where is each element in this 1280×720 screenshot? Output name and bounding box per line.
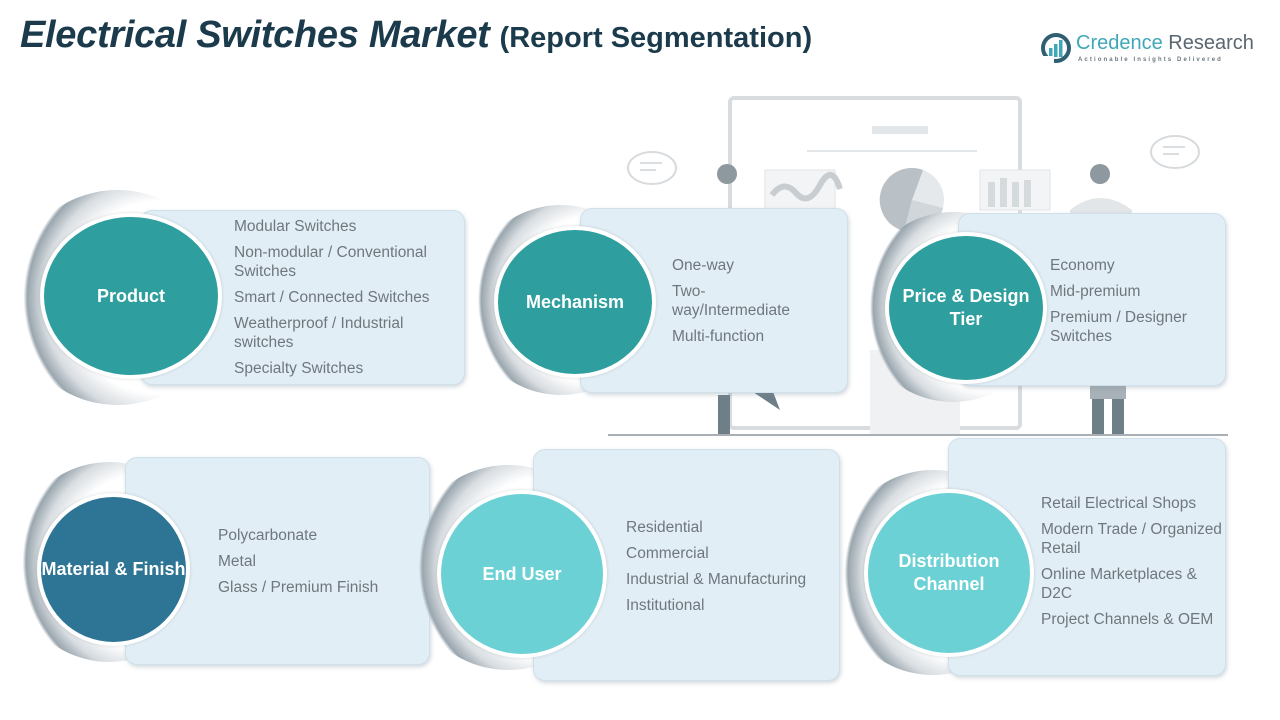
page-title: Electrical Switches Market (Report Segmen… xyxy=(20,14,812,57)
segment-label: Mechanism xyxy=(525,291,625,312)
segment-items: Modular Switches Non-modular / Conventio… xyxy=(234,217,466,385)
segment-circle: Mechanism xyxy=(494,226,656,378)
segment-circle: End User xyxy=(437,490,607,658)
logo-tagline: Actionable Insights Delivered xyxy=(1078,57,1223,63)
segment-circle: Material & Finish xyxy=(37,493,190,646)
segment-item: Commercial xyxy=(626,545,709,562)
segment-circle: Distribution Channel xyxy=(864,489,1034,657)
segment-item: One-way xyxy=(672,257,735,274)
segment-item: Residential xyxy=(626,519,703,536)
segment-label: Material & Finish xyxy=(41,559,186,579)
segment-item: Metal xyxy=(218,553,256,570)
segment-item: Weatherproof / Industrial switches xyxy=(234,315,404,351)
segment-item: Economy xyxy=(1050,257,1115,274)
segment-item: Non-modular / Conventional Switches xyxy=(234,244,427,280)
segment-item: Multi-function xyxy=(672,328,765,345)
segment-item: Industrial & Manufacturing xyxy=(626,571,807,588)
credence-research-logo: Credence Research Actionable Insights De… xyxy=(1040,30,1260,70)
segment-items: Residential Commercial Industrial & Manu… xyxy=(626,518,836,622)
segment-item: Two-way/Intermediate xyxy=(672,283,791,319)
segment-item: Mid-premium xyxy=(1050,283,1141,300)
segment-circle: Price & Design Tier xyxy=(885,232,1047,384)
title-sub: (Report Segmentation) xyxy=(499,22,813,54)
segment-item: Premium / Designer Switches xyxy=(1050,309,1187,345)
segment-items: Economy Mid-premium Premium / Designer S… xyxy=(1050,256,1220,353)
segment-items: One-way Two-way/Intermediate Multi-funct… xyxy=(672,256,822,353)
segment-label: Distribution Channel xyxy=(898,551,1000,594)
segment-item: Retail Electrical Shops xyxy=(1041,495,1197,512)
segment-items: Retail Electrical Shops Modern Trade / O… xyxy=(1041,494,1223,636)
segment-label: Price & Design Tier xyxy=(902,286,1030,329)
segment-label: End User xyxy=(482,563,562,584)
logo-name: Credence Research xyxy=(1076,32,1254,54)
segment-item: Modern Trade / Organized Retail xyxy=(1041,521,1222,557)
title-main: Electrical Switches Market xyxy=(20,14,490,56)
bar-chart-circle-icon xyxy=(1041,33,1071,63)
segment-item: Smart / Connected Switches xyxy=(234,289,430,306)
segment-item: Polycarbonate xyxy=(218,527,318,544)
segment-label: Product xyxy=(96,285,165,306)
segment-item: Glass / Premium Finish xyxy=(218,579,379,596)
segment-items: Polycarbonate Metal Glass / Premium Fini… xyxy=(218,526,418,604)
segment-item: Modular Switches xyxy=(234,218,357,235)
segment-item: Online Marketplaces & D2C xyxy=(1041,566,1197,602)
segment-item: Institutional xyxy=(626,597,705,614)
segment-item: Project Channels & OEM xyxy=(1041,611,1214,628)
segment-circle: Product xyxy=(40,213,222,379)
segment-item: Specialty Switches xyxy=(234,360,364,377)
